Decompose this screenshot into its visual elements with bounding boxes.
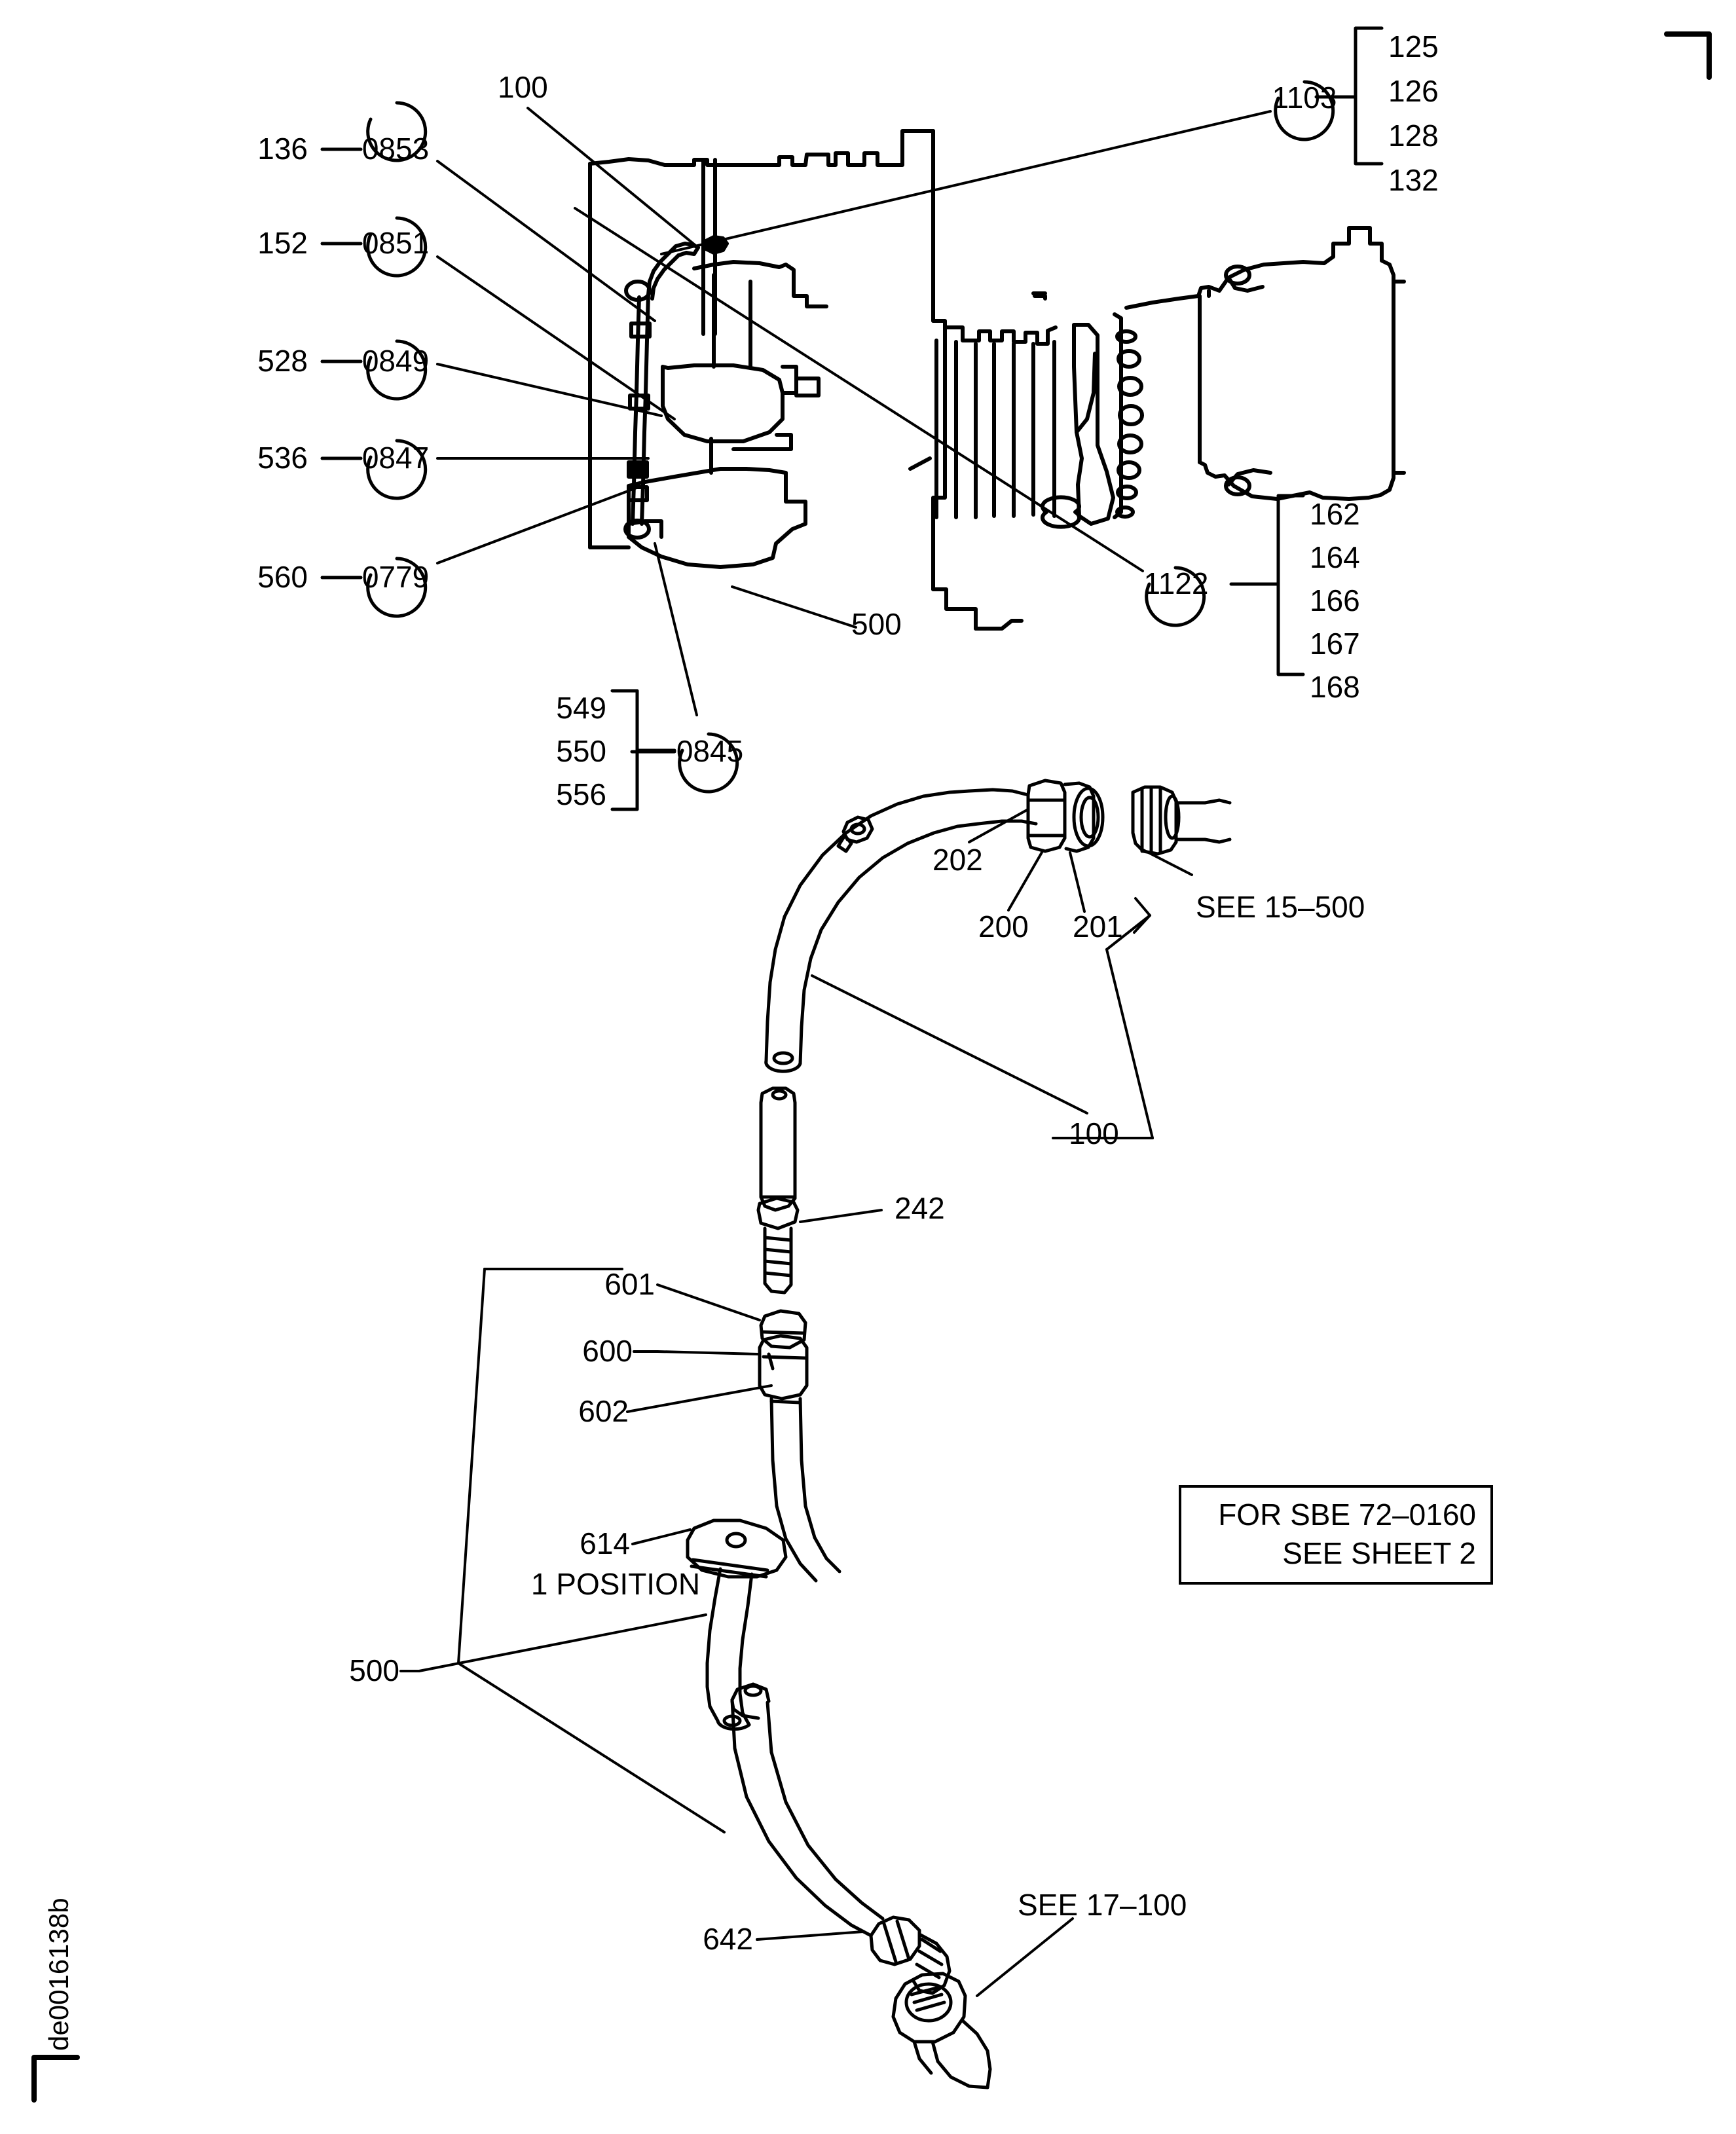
part-label-engine-100: 100 xyxy=(498,70,548,104)
bracket-1103 xyxy=(1314,26,1384,166)
part-label-bracket-614: 614 xyxy=(580,1526,630,1560)
callout-item-528: 528 xyxy=(257,344,308,378)
note-box-line-1: FOR SBE 72–0160 xyxy=(1218,1498,1476,1532)
note-box-line-2: SEE SHEET 2 xyxy=(1282,1536,1476,1570)
bracket-item-167: 167 xyxy=(1310,627,1360,661)
callout-item-560: 560 xyxy=(257,560,308,594)
part-label-fitting-642: 642 xyxy=(703,1922,753,1956)
bracket-item-125: 125 xyxy=(1388,29,1439,64)
part-label-assembly-100: 100 xyxy=(1069,1116,1119,1150)
part-label-assembly-500: 500 xyxy=(349,1653,399,1687)
bracket-item-168: 168 xyxy=(1310,670,1360,704)
engine-illustration xyxy=(588,129,1406,631)
engine-hose-run xyxy=(623,235,729,540)
bracket-item-550: 550 xyxy=(556,734,606,768)
part-label-fitting-600: 600 xyxy=(582,1334,633,1368)
position-note: 1 POSITION xyxy=(530,1567,701,1601)
bracket-item-549: 549 xyxy=(556,691,606,725)
leader-lines-lower xyxy=(399,808,1193,1997)
callout-circles-right xyxy=(1145,80,1335,627)
leader-lines-top xyxy=(436,107,1272,716)
part-label-engine-500: 500 xyxy=(851,607,902,641)
callout-item-136: 136 xyxy=(257,132,308,166)
drawing-id: de0016138b xyxy=(43,1898,74,2051)
callout-figure-1122: 1122 xyxy=(1143,566,1209,600)
reference-see-17-100: SEE 17–100 xyxy=(1018,1888,1187,1922)
reference-see-15-500: SEE 15–500 xyxy=(1196,890,1365,924)
callout-figure-1103: 1103 xyxy=(1272,81,1337,115)
bracket-item-128: 128 xyxy=(1388,119,1439,153)
bracket-0845 xyxy=(610,689,676,811)
part-label-hose-201: 201 xyxy=(1073,910,1123,944)
part-label-fitting-601: 601 xyxy=(604,1267,655,1301)
callout-figure-0779: 0779 xyxy=(361,560,430,594)
callout-figure-0851: 0851 xyxy=(361,226,430,260)
corner-registration-mark xyxy=(1664,31,1712,80)
callout-item-536: 536 xyxy=(257,441,308,475)
part-label-hose-202: 202 xyxy=(933,843,983,877)
tube-242 xyxy=(756,1086,800,1295)
bracket-item-164: 164 xyxy=(1310,540,1360,574)
part-label-hose-200: 200 xyxy=(978,910,1029,944)
bracket-item-162: 162 xyxy=(1310,497,1360,531)
callout-item-152: 152 xyxy=(257,226,308,260)
bracket-item-166: 166 xyxy=(1310,583,1360,617)
part-label-fitting-602: 602 xyxy=(578,1394,629,1428)
callout-figure-0845: 0845 xyxy=(676,734,744,768)
bracket-1122 xyxy=(1229,494,1305,676)
bracket-item-126: 126 xyxy=(1388,74,1439,108)
drawing-id-corner-mark xyxy=(31,2055,80,2103)
part-label-tube-242: 242 xyxy=(895,1191,945,1225)
callout-figure-0849: 0849 xyxy=(361,344,430,378)
bracket-item-132: 132 xyxy=(1388,163,1439,197)
bracket-item-556: 556 xyxy=(556,777,606,811)
note-box: FOR SBE 72–0160 SEE SHEET 2 xyxy=(1179,1485,1493,1585)
callout-figure-0853: 0853 xyxy=(361,132,430,166)
hose-assembly-lower xyxy=(686,1309,992,2089)
hose-assembly-upper xyxy=(764,779,1232,1073)
callout-figure-0847: 0847 xyxy=(361,441,430,475)
callout-circles-left xyxy=(366,101,739,794)
